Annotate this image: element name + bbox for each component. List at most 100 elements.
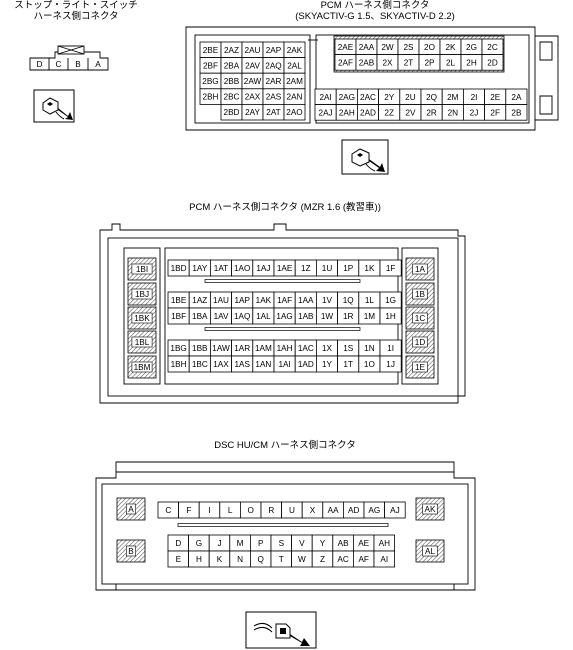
pcm1-pin-1K: 1K — [364, 264, 375, 273]
pcm1-pin-1AI: 1AI — [278, 360, 290, 369]
dsc-pin-F: F — [186, 506, 191, 515]
pcm2-pin-2AS: 2AS — [266, 93, 282, 102]
pcm1-pin-1AP: 1AP — [234, 296, 250, 305]
pcm2-pin-2S: 2S — [403, 43, 414, 52]
pcm1-pin-1V: 1V — [322, 296, 333, 305]
dsc-pin-AI-cell — [373, 550, 396, 568]
pcm1-pin-1B-label-bg — [412, 288, 428, 300]
pcm2-pin-2BD: 2BD — [224, 108, 240, 117]
pcm1-pin-1F: 1F — [386, 264, 396, 273]
dsc-connector — [95, 461, 476, 591]
pcm1-pin-1BK: 1BK — [134, 314, 150, 323]
pcm1-pin-1AL: 1AL — [256, 312, 271, 321]
pcm2-pin-2BG: 2BG — [202, 77, 218, 86]
dsc-pin-AG: AG — [368, 506, 380, 515]
pcm1-pin-1AQ: 1AQ — [234, 312, 250, 321]
dsc-pin-AJ-cell — [384, 501, 406, 519]
dsc-pin-B: B — [128, 547, 134, 556]
dsc-pin-E: E — [176, 555, 182, 564]
sls-pin-B: B — [75, 60, 81, 69]
pcm2-pin-2Q: 2Q — [426, 93, 437, 102]
pcm2-pin-2AD: 2AD — [360, 108, 376, 117]
pcm2-pin-2T: 2T — [404, 58, 414, 67]
pcm2-pin-2R: 2R — [426, 108, 437, 117]
pcm1-pin-1AW: 1AW — [212, 344, 230, 353]
pcm1-pin-1BK-label-bg — [131, 312, 153, 324]
pcm2-pin-2AF: 2AF — [338, 58, 353, 67]
pcm1-pin-1Z: 1Z — [301, 264, 311, 273]
pcm2-pin-2AW: 2AW — [244, 77, 262, 86]
pcm1-pin-1BI: 1BI — [136, 265, 148, 274]
pcm2-pin-2AV: 2AV — [245, 61, 260, 70]
pcm2-pin-2AR: 2AR — [266, 77, 282, 86]
pcm1-pin-1B: 1B — [415, 290, 426, 299]
pcm2-pin-2AL: 2AL — [287, 61, 302, 70]
pcm1-pin-1AU: 1AU — [213, 296, 229, 305]
pcm1-pin-1AZ: 1AZ — [192, 296, 207, 305]
dsc-pin-AE: AE — [358, 539, 369, 548]
pcm-mzr-title: PCM ハーネス側コネクタ (MZR 1.6 (教習車)) — [189, 202, 381, 213]
pcm2-pin-2I: 2I — [471, 93, 478, 102]
pcm1-pin-1BD: 1BD — [171, 264, 187, 273]
pcm-skyactiv-title: PCM ハーネス側コネクタ (SKYACTIV-G 1.5、SKYACTIV-D… — [295, 0, 455, 22]
pcm1-pin-1G: 1G — [385, 296, 396, 305]
pcm2-pin-2BF: 2BF — [203, 61, 218, 70]
pcm2-pin-2A: 2A — [511, 93, 522, 102]
pcm2-pin-2X: 2X — [382, 58, 393, 67]
pcm2-pin-2AA: 2AA — [359, 43, 375, 52]
pcm1-pin-1A-label-bg — [412, 263, 428, 275]
dsc-pin-Y: Y — [320, 539, 326, 548]
pcm2-pin-2P: 2P — [424, 58, 435, 67]
pcm1-pin-1BA: 1BA — [192, 312, 208, 321]
pcm2-pin-2M: 2M — [447, 93, 459, 102]
pcm2-pin-2AE: 2AE — [338, 43, 354, 52]
pcm2-pin-2AH: 2AH — [339, 108, 355, 117]
pcm1-pin-1BI-label-bg — [131, 263, 153, 275]
pcm1-pin-1M: 1M — [364, 312, 376, 321]
pcm1-pin-1AC: 1AC — [298, 344, 314, 353]
pcm1-pin-1L: 1L — [365, 296, 375, 305]
pcm1-pin-1C-label-bg — [412, 312, 428, 324]
pcm1-pin-1AV: 1AV — [214, 312, 229, 321]
sls-pin-C: C — [56, 60, 62, 69]
pcm2-pin-2AC: 2AC — [360, 93, 376, 102]
dsc-pin-C: C — [165, 506, 171, 515]
dsc-pin-U: U — [289, 506, 295, 515]
pcm1-pin-1Q: 1Q — [343, 296, 354, 305]
pcm2-pin-2H: 2H — [466, 58, 477, 67]
pcm1-pin-1BL: 1BL — [135, 338, 150, 347]
pcm1-pin-1AT: 1AT — [214, 264, 228, 273]
pcm1-pin-1J: 1J — [386, 360, 395, 369]
pcm1-pin-1H-cell — [379, 307, 402, 325]
pcm1-pin-1S: 1S — [343, 344, 354, 353]
pcm1-pin-1N: 1N — [364, 344, 375, 353]
stop-light-switch-connector — [29, 45, 109, 71]
pcm1-pin-1U: 1U — [322, 264, 333, 273]
dsc-pin-AA: AA — [328, 506, 339, 515]
pcm1-pin-1T: 1T — [343, 360, 353, 369]
pcm1-pin-1AX: 1AX — [213, 360, 229, 369]
pcm1-pin-1O: 1O — [364, 360, 375, 369]
dsc-pin-Q: Q — [258, 555, 264, 564]
pcm2-pin-2BE: 2BE — [203, 46, 219, 55]
dsc-pin-A: A — [128, 505, 134, 514]
pcm2-pin-2AY: 2AY — [245, 108, 260, 117]
pcm1-pin-1BM-label-bg — [131, 361, 153, 373]
pcm1-pin-1D-label-bg — [412, 336, 428, 348]
pcm2-pin-2N: 2N — [448, 108, 459, 117]
pcm1-pin-1BE: 1BE — [171, 296, 187, 305]
pcm1-pin-1AO: 1AO — [234, 264, 250, 273]
stop-light-switch-title: ストップ・ライト・スイッチ ハーネス側コネクタ — [14, 0, 138, 22]
pcm1-pin-1AE: 1AE — [277, 264, 293, 273]
dsc-pin-AK: AK — [425, 505, 436, 514]
connector-plug-icon — [341, 139, 389, 175]
connector-plug-icon — [33, 89, 75, 123]
sls-pin-D: D — [37, 60, 43, 69]
pcm1-pin-1I: 1I — [387, 344, 394, 353]
pcm1-pin-1AF: 1AF — [277, 296, 292, 305]
dsc-pin-P: P — [258, 539, 264, 548]
pcm2-pin-2D: 2D — [487, 58, 498, 67]
pcm2-pin-2K: 2K — [445, 43, 456, 52]
dsc-pin-W: W — [298, 555, 306, 564]
pcm2-pin-2AM: 2AM — [286, 77, 303, 86]
